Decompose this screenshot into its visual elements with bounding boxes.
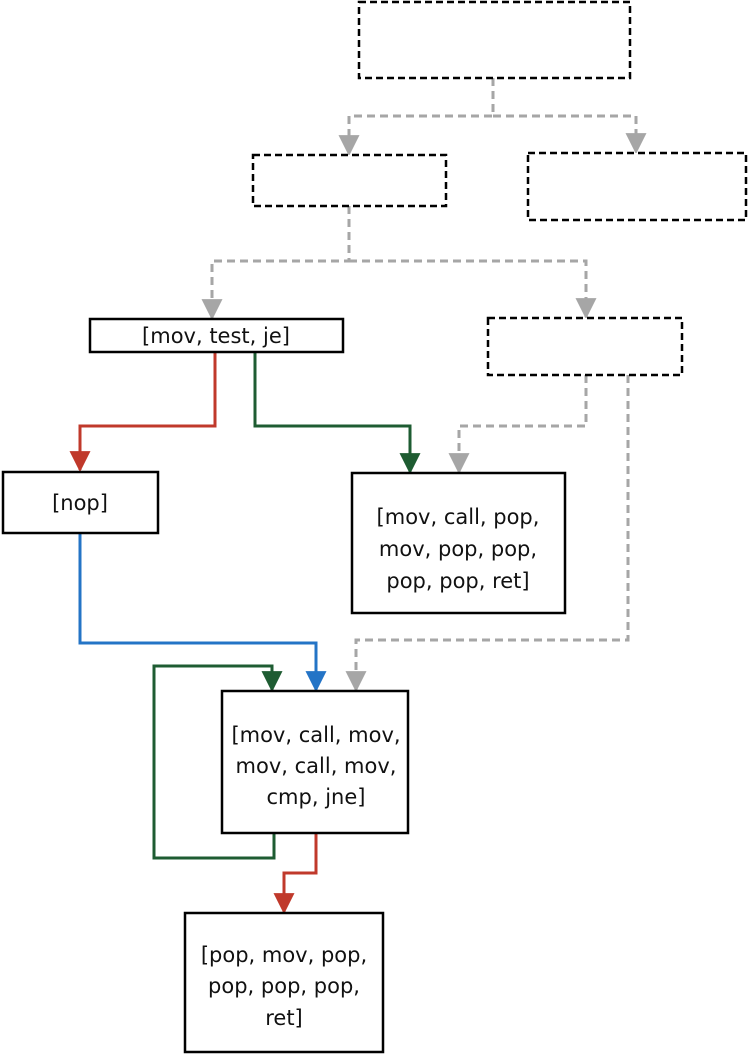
- node-mov-call-pop-line-2: mov, pop, pop,: [379, 537, 537, 561]
- edge-nop-to-loop-block: [78, 533, 327, 693]
- node-mov-test-je-line-1: [mov, test, je]: [142, 324, 290, 348]
- node-nop-line-1: [nop]: [52, 491, 108, 515]
- edge-loop-block-to-exit-block: [273, 833, 318, 915]
- node-loop-block-line-2: mov, call, mov,: [236, 754, 397, 778]
- node-exit-block-line-1: [pop, mov, pop,: [201, 943, 367, 967]
- node-right-dashed: [486, 316, 684, 377]
- node-mov-call-pop-line-3: pop, pop, ret]: [386, 569, 529, 593]
- edge-loop-block-self: [152, 664, 283, 860]
- node-exit-block: [pop, mov, pop, pop, pop, pop, ret]: [183, 911, 385, 1054]
- node-mov-call-pop: [mov, call, pop, mov, pop, pop, pop, pop…: [350, 471, 567, 615]
- edges: [69, 78, 647, 915]
- node-mid-left: [251, 153, 448, 208]
- edge-top-to-mid-right: [493, 114, 647, 155]
- node-top: [357, 0, 632, 80]
- edge-right-dashed-to-loop-block: [345, 375, 630, 693]
- edge-mid-left-to-right-dashed: [349, 259, 597, 320]
- edge-mov-test-je-to-mov-call-pop: [253, 352, 421, 475]
- edge-top-to-mid-left: [338, 78, 495, 157]
- edge-mov-test-je-to-nop: [69, 352, 217, 473]
- node-mov-test-je: [mov, test, je]: [88, 317, 345, 354]
- node-loop-block-line-1: [mov, call, mov,: [231, 723, 400, 747]
- node-nop: [nop]: [1, 470, 160, 535]
- node-loop-block-line-3: cmp, jne]: [267, 785, 366, 809]
- node-mov-call-pop-line-1: [mov, call, pop,: [377, 505, 540, 529]
- node-mid-right: [526, 151, 748, 222]
- node-exit-block-line-3: ret]: [265, 1006, 303, 1030]
- node-exit-block-line-2: pop, pop, pop,: [208, 974, 360, 998]
- edge-mid-left-to-mov-test-je: [201, 206, 351, 321]
- node-loop-block: [mov, call, mov, mov, call, mov, cmp, jn…: [220, 689, 410, 835]
- edge-right-dashed-to-mov-call-pop: [448, 375, 588, 475]
